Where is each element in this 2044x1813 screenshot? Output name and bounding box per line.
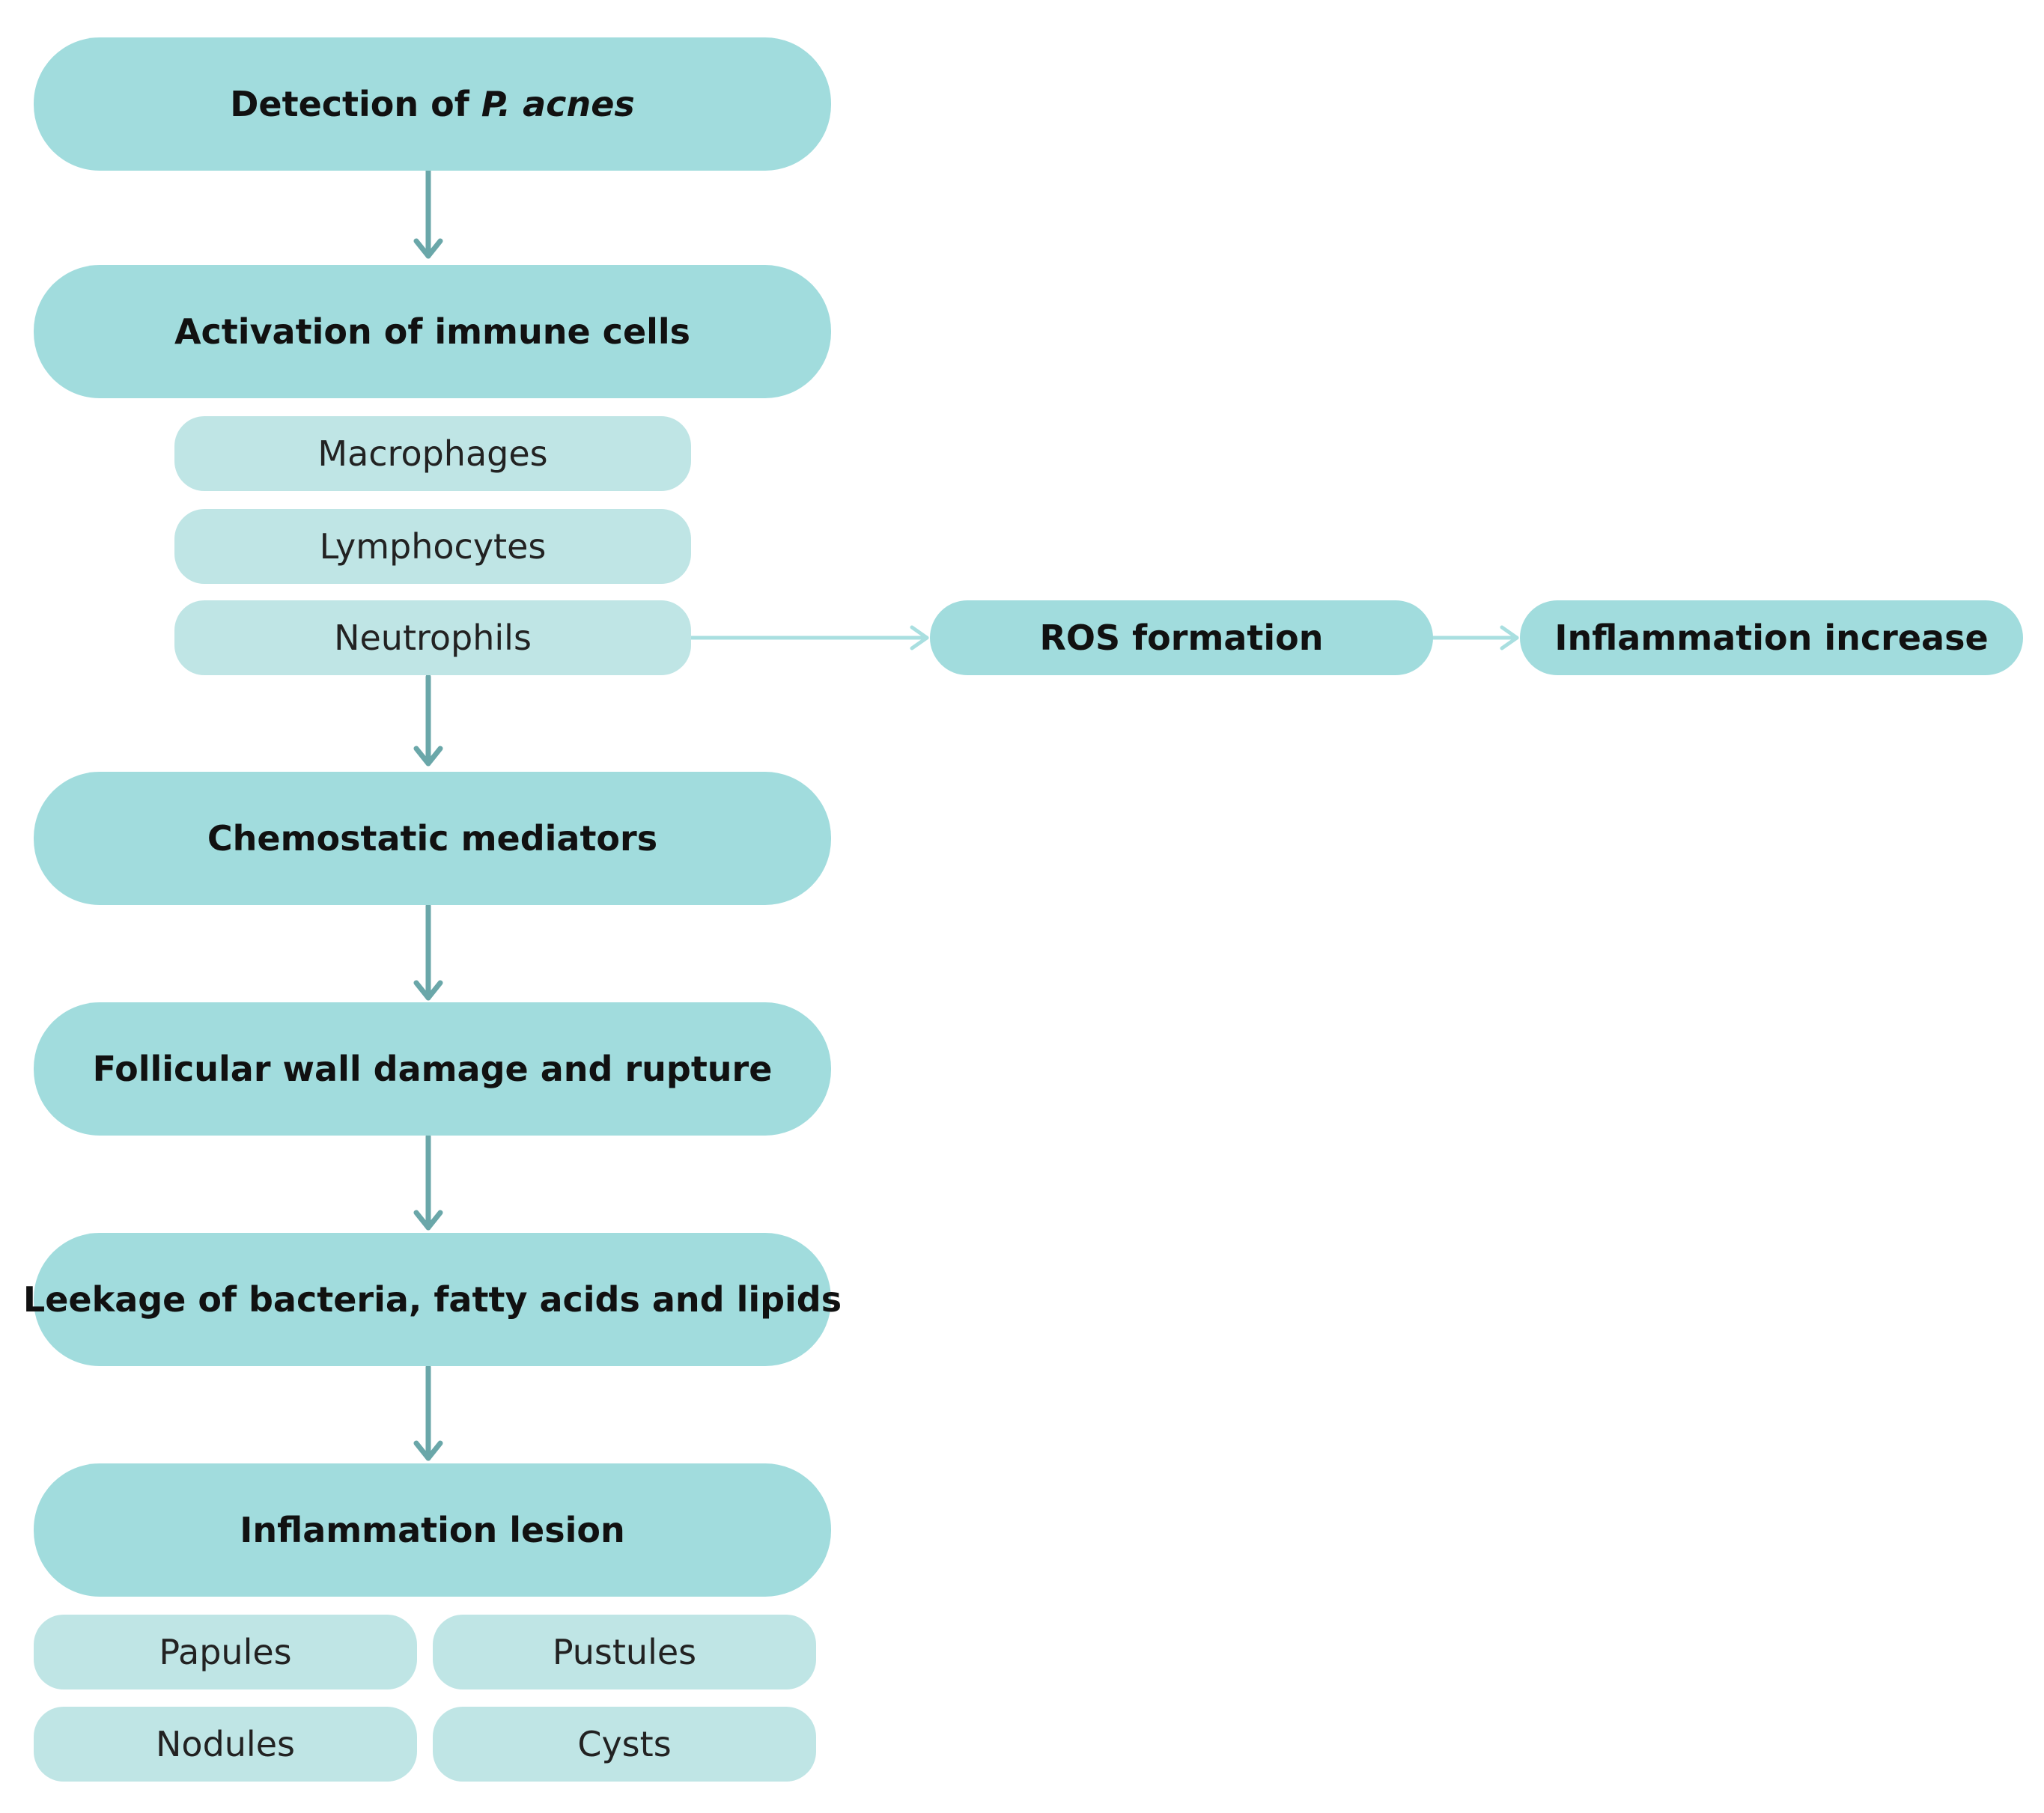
pustules-box: Pustules — [433, 1615, 816, 1689]
macrophages-box: Macrophages — [174, 416, 691, 491]
neutrophils-label: Neutrophils — [334, 618, 532, 658]
lesion-box: Inflammation lesion — [34, 1463, 831, 1597]
leekage-box: Leekage of bacteria, fatty acids and lip… — [23, 1233, 842, 1366]
leekage-label: Leekage of bacteria, fatty acids and lip… — [22, 1279, 842, 1320]
arrow-leekage-to-lesion — [413, 1364, 443, 1461]
pustules-label: Pustules — [552, 1632, 697, 1672]
follicular-label: Follicular wall damage and rupture — [92, 1049, 773, 1089]
arrow-detection-to-activation — [413, 168, 443, 259]
cysts-label: Cysts — [577, 1724, 672, 1764]
arrow-follicular-to-leekage — [413, 1133, 443, 1231]
detection-label-organism: P. acnes — [481, 84, 635, 124]
detection-label: Detection of P. acnes — [230, 84, 635, 124]
chemostatic-label: Chemostatic mediators — [207, 818, 658, 859]
neutrophils-box: Neutrophils — [174, 600, 691, 675]
arrow-neutrophils-to-chemostatic — [413, 674, 443, 767]
macrophages-label: Macrophages — [317, 433, 548, 474]
ros-formation-label: ROS formation — [1039, 618, 1324, 658]
detection-box: Detection of P. acnes — [34, 37, 831, 171]
chemostatic-box: Chemostatic mediators — [34, 772, 831, 905]
arrow-neutrophils-to-ros — [687, 625, 929, 650]
cysts-box: Cysts — [433, 1707, 816, 1782]
papules-box: Papules — [34, 1615, 417, 1689]
inflammation-increase-box: Inflammation increase — [1520, 600, 2023, 675]
papules-label: Papules — [159, 1632, 292, 1672]
ros-formation-box: ROS formation — [930, 600, 1433, 675]
lymphocytes-box: Lymphocytes — [174, 509, 691, 584]
lesion-label: Inflammation lesion — [240, 1510, 625, 1550]
activation-box: Activation of immune cells — [34, 265, 831, 398]
nodules-box: Nodules — [34, 1707, 417, 1782]
inflammation-increase-label: Inflammation increase — [1554, 618, 1989, 658]
nodules-label: Nodules — [156, 1724, 295, 1764]
arrow-chemostatic-to-follicular — [413, 903, 443, 1001]
activation-label: Activation of immune cells — [174, 311, 691, 352]
follicular-box: Follicular wall damage and rupture — [34, 1002, 831, 1136]
arrow-ros-to-inflammation-increase — [1429, 625, 1519, 650]
lymphocytes-label: Lymphocytes — [319, 526, 547, 567]
detection-label-prefix: Detection of — [230, 84, 481, 124]
